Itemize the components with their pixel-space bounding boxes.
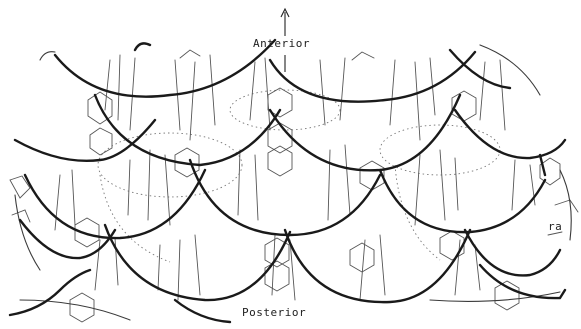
underlying-scale-outlines xyxy=(98,90,500,262)
scale-outlines xyxy=(10,40,565,322)
anterior-label: Anterior xyxy=(253,37,310,50)
side-label: ra xyxy=(548,220,562,233)
posterior-label: Posterior xyxy=(242,306,306,319)
scale-vein-network xyxy=(10,50,578,322)
